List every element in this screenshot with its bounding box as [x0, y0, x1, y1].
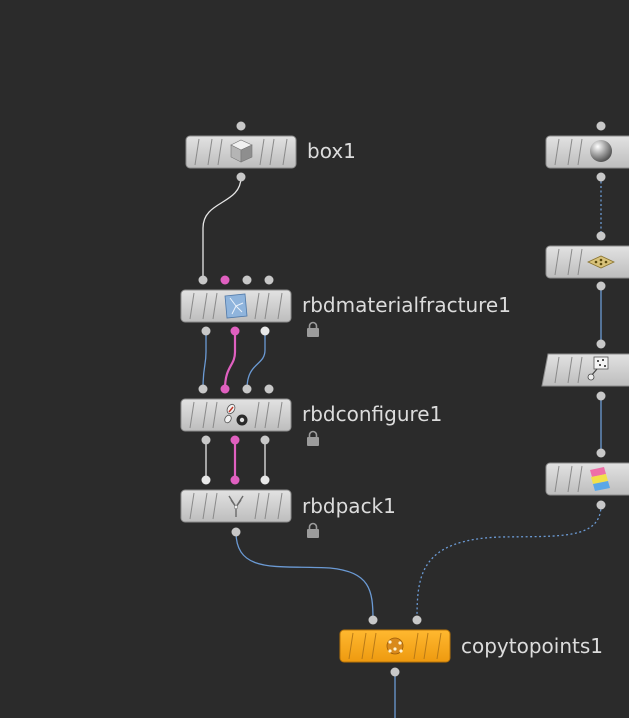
node-sphere[interactable]	[545, 121, 629, 182]
node-points[interactable]	[545, 231, 629, 291]
output-connector[interactable]	[201, 435, 211, 445]
input-connector[interactable]	[230, 475, 240, 485]
wire-attribute-to-copytopoints[interactable]	[416, 504, 602, 621]
output-connector[interactable]	[231, 527, 241, 537]
lock-icon[interactable]	[307, 522, 319, 539]
node-stripes	[189, 292, 283, 320]
input-connector[interactable]	[596, 231, 606, 241]
output-connector[interactable]	[596, 172, 606, 182]
wire-fracture-configure-3[interactable]	[246, 331, 266, 390]
node-stripes	[189, 492, 283, 520]
output-connector[interactable]	[260, 326, 270, 336]
output-connector[interactable]	[390, 667, 400, 677]
node-label-rbdpack1[interactable]: rbdpack1	[302, 494, 396, 518]
node-rbdmaterialfracture1[interactable]	[180, 275, 292, 336]
scatter-icon	[587, 356, 609, 381]
node-stripes	[348, 632, 442, 660]
node-attribute[interactable]	[545, 448, 629, 510]
input-connector[interactable]	[220, 384, 230, 394]
output-connector[interactable]	[596, 391, 606, 401]
node-stripes	[554, 465, 583, 493]
node-rbdpack1[interactable]	[180, 475, 292, 537]
lock-icon[interactable]	[307, 430, 319, 447]
input-connector[interactable]	[264, 384, 274, 394]
node-copytopoints1[interactable]	[339, 615, 451, 677]
node-rbdconfigure1[interactable]	[180, 384, 292, 445]
wire-box1-to-fracture[interactable]	[202, 176, 242, 280]
cube-icon	[230, 139, 253, 163]
node-scatter[interactable]	[541, 339, 629, 401]
input-connector[interactable]	[198, 384, 208, 394]
node-label-rbdmaterialfracture1[interactable]: rbdmaterialfracture1	[302, 293, 511, 317]
output-connector[interactable]	[236, 172, 246, 182]
configure-icon	[224, 403, 248, 426]
output-connector[interactable]	[230, 326, 240, 336]
output-connector[interactable]	[596, 500, 606, 510]
node-body[interactable]	[180, 398, 292, 432]
wires	[202, 176, 602, 718]
input-connector[interactable]	[236, 121, 246, 131]
node-stripes	[194, 138, 288, 166]
node-box1[interactable]	[185, 121, 297, 182]
input-connector[interactable]	[201, 475, 211, 485]
input-connector[interactable]	[220, 275, 230, 285]
node-stripes	[554, 356, 583, 384]
lock-icon[interactable]	[307, 321, 319, 338]
node-stripes	[189, 401, 283, 429]
wire-fracture-configure-2[interactable]	[223, 331, 237, 390]
wire-pack-to-copytopoints[interactable]	[235, 531, 374, 621]
output-connector[interactable]	[201, 326, 211, 336]
sphere-icon	[590, 140, 612, 162]
input-connector[interactable]	[260, 475, 270, 485]
input-connector[interactable]	[264, 275, 274, 285]
output-connector[interactable]	[596, 281, 606, 291]
copytopoints-icon	[386, 637, 404, 655]
fracture-icon	[224, 293, 248, 319]
input-connector[interactable]	[242, 384, 252, 394]
node-stripes	[554, 138, 583, 166]
attribute-icon	[590, 467, 610, 491]
input-connector[interactable]	[596, 121, 606, 131]
input-connector[interactable]	[412, 615, 422, 625]
wire-fracture-configure-1[interactable]	[202, 331, 207, 390]
input-connector[interactable]	[242, 275, 252, 285]
pack-icon	[228, 495, 244, 517]
node-stripes	[554, 248, 583, 276]
node-label-box1[interactable]: box1	[307, 139, 356, 163]
node-label-rbdconfigure1[interactable]: rbdconfigure1	[302, 402, 443, 426]
input-connector[interactable]	[596, 448, 606, 458]
node-label-copytopoints1[interactable]: copytopoints1	[461, 634, 603, 658]
output-connector[interactable]	[230, 435, 240, 445]
input-connector[interactable]	[596, 339, 606, 349]
points-icon	[587, 255, 615, 269]
input-connector[interactable]	[368, 615, 378, 625]
output-connector[interactable]	[260, 435, 270, 445]
input-connector[interactable]	[198, 275, 208, 285]
